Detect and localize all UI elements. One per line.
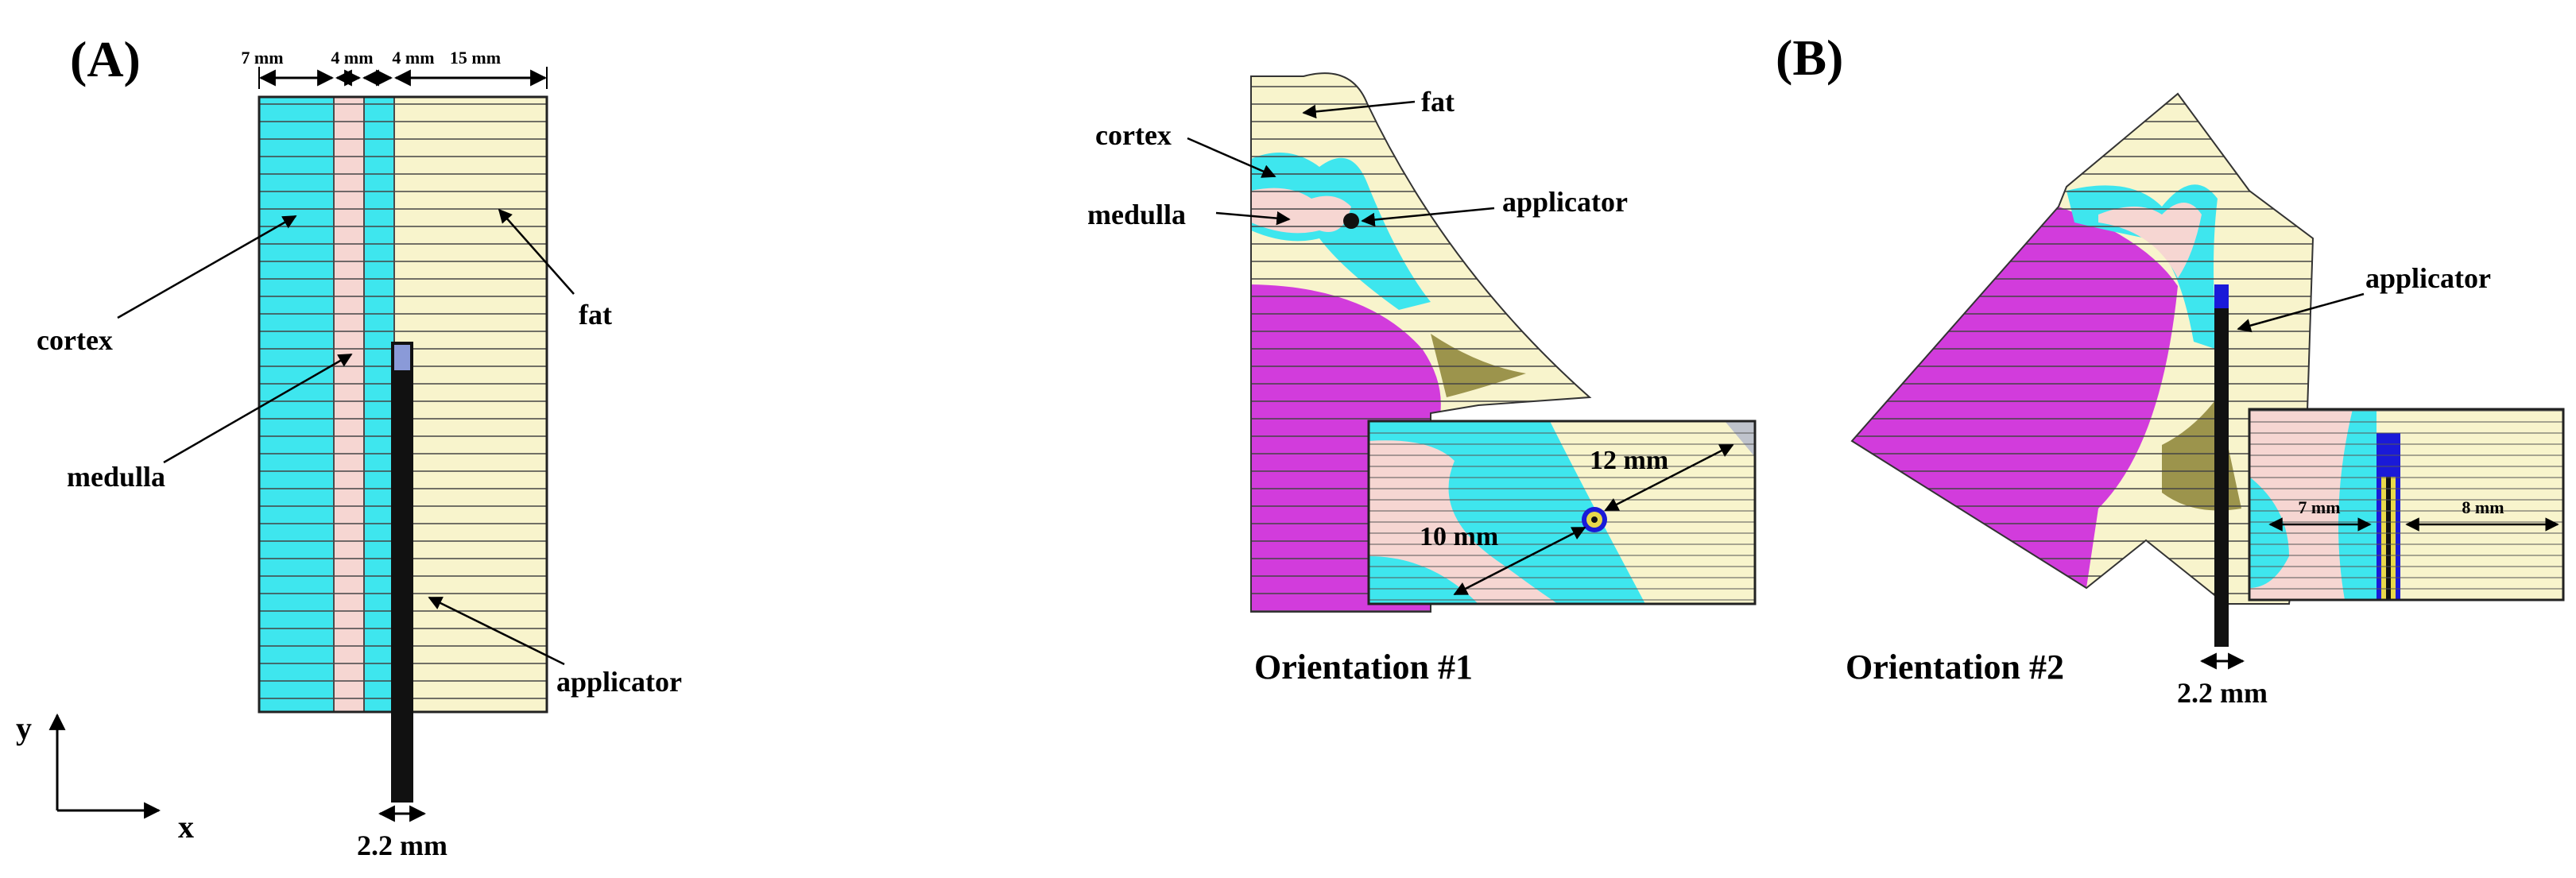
label-fat-o1: fat bbox=[1421, 86, 1455, 118]
inset-o1: 12 mm 10 mm bbox=[1367, 420, 1757, 605]
arrow-fat bbox=[498, 208, 575, 295]
arrow-applicator bbox=[428, 596, 565, 666]
label-cortex: cortex bbox=[37, 324, 113, 356]
panel-a-dimensions: 7 mm 4 mm 4 mm 15 mm bbox=[241, 48, 548, 89]
dim-8-label: 8 mm bbox=[2462, 497, 2504, 517]
diameter-label-a: 2.2 mm bbox=[357, 830, 447, 861]
orientation-2-title: Orientation #2 bbox=[1846, 648, 2064, 687]
dim-12-label: 12 mm bbox=[1590, 446, 1668, 475]
applicator-tip-o2 bbox=[2214, 284, 2229, 308]
arrow-medulla bbox=[163, 353, 353, 464]
applicator-shaft bbox=[391, 342, 413, 803]
dim-7-label: 7 mm bbox=[2298, 497, 2340, 517]
arrow-medulla-o1 bbox=[1215, 211, 1291, 226]
label-medulla: medulla bbox=[67, 461, 165, 493]
panel-a: (A) 7 mm 4 mm 4 mm 15 mm bbox=[16, 31, 682, 861]
y-axis-label: y bbox=[16, 710, 32, 746]
panel-a-tissue-model bbox=[258, 95, 548, 714]
dim-fat-label: 15 mm bbox=[450, 48, 501, 68]
dim-12-arrow bbox=[1604, 443, 1734, 512]
dim-cortex-label: 7 mm bbox=[241, 48, 283, 68]
panel-a-label: (A) bbox=[70, 31, 141, 87]
arrow-applicator-o2 bbox=[2237, 292, 2365, 333]
panel-b-label: (B) bbox=[1776, 29, 1843, 86]
label-medulla-o1: medulla bbox=[1087, 199, 1186, 230]
label-applicator-o1: applicator bbox=[1502, 186, 1628, 218]
dim-medulla-label: 4 mm bbox=[331, 48, 373, 68]
label-fat: fat bbox=[579, 299, 612, 331]
dim-cortex2-label: 4 mm bbox=[392, 48, 434, 68]
x-axis-label: x bbox=[178, 809, 194, 845]
applicator-tip bbox=[394, 345, 410, 370]
applicator-point-o1 bbox=[1343, 213, 1359, 229]
panel-b: (B) applicator bbox=[1776, 29, 2565, 709]
dim-10-label: 10 mm bbox=[1420, 522, 1498, 551]
arrow-applicator-o1 bbox=[1361, 207, 1495, 227]
inset-o2: 7 mm 8 mm bbox=[2248, 408, 2565, 601]
label-cortex-o1: cortex bbox=[1095, 119, 1172, 151]
label-applicator-o2: applicator bbox=[2365, 262, 2491, 294]
axes-indicator: y x bbox=[16, 710, 194, 845]
arrow-fat-o1 bbox=[1302, 100, 1416, 119]
label-applicator: applicator bbox=[556, 666, 682, 698]
arrow-cortex-o1 bbox=[1187, 137, 1276, 178]
diameter-label-b: 2.2 mm bbox=[2177, 677, 2268, 709]
orientation-1-title: Orientation #1 bbox=[1254, 648, 1473, 687]
applicator-shaft-o2 bbox=[2214, 284, 2229, 647]
orientation-1: fat cortex medulla applicator 12 mm bbox=[1087, 72, 1757, 687]
arrow-cortex bbox=[117, 215, 297, 319]
dim-10-arrow bbox=[1453, 526, 1586, 596]
panel-a-applicator bbox=[391, 342, 413, 803]
